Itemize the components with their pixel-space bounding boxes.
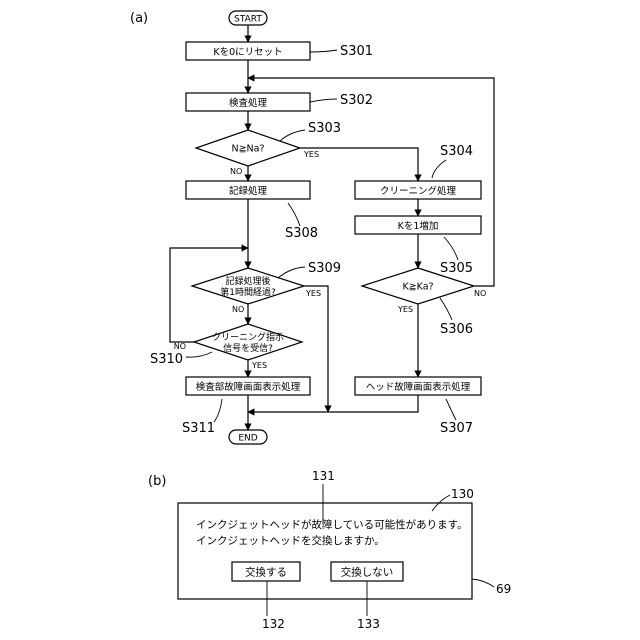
decision-s306-no: NO (474, 289, 486, 298)
step-s304-label: S304 (440, 144, 473, 159)
step-s311-text: 検査部故障画面表示処理 (196, 381, 301, 393)
dialog-message-line1: インクジェットヘッドが故障している可能性があります。 (196, 518, 468, 531)
decision-s309-no: NO (232, 305, 244, 314)
decision-s309-yes: YES (305, 289, 321, 298)
decision-s310-line2: 信号を受信? (223, 342, 273, 354)
no-replace-button-label[interactable]: 交換しない (341, 566, 394, 579)
dialog-box (178, 503, 472, 599)
decision-s306-text: K≧Ka? (402, 282, 433, 293)
ref-130: 130 (451, 487, 474, 501)
ref-131: 131 (312, 469, 335, 483)
decision-s306-leader (440, 298, 452, 320)
step-s308-label: S308 (285, 226, 318, 241)
decision-s309-line1: 記録処理後 (225, 275, 270, 287)
decision-s310-label: S310 (150, 352, 183, 367)
decision-s309-leader (278, 267, 305, 278)
panel-b-label: (b) (148, 474, 166, 489)
step-s304-text: クリーニング処理 (380, 185, 457, 197)
decision-s306-yes: YES (397, 305, 413, 314)
decision-s309-line2: 第1時間経過? (220, 286, 276, 298)
decision-s303-yes: YES (303, 150, 319, 159)
replace-button-label[interactable]: 交換する (245, 566, 287, 579)
ref-69-leader (472, 579, 494, 587)
decision-s303-label: S303 (308, 121, 341, 136)
panel-a-label: (a) (130, 11, 148, 26)
step-s307-label: S307 (440, 421, 473, 436)
step-s311-leader (214, 399, 222, 422)
step-s305-text: Kを1増加 (398, 220, 439, 232)
decision-s306-label: S306 (440, 322, 473, 337)
step-s302-label: S302 (340, 93, 373, 108)
decision-s310-yes: YES (251, 361, 267, 370)
step-s301-label: S301 (340, 44, 373, 59)
step-s305-leader (444, 237, 458, 260)
step-s311-label: S311 (182, 421, 215, 436)
decision-s310-line1: クリーニング指示 (212, 331, 284, 343)
decision-s303-leader (280, 130, 305, 141)
decision-s303-no: NO (230, 167, 242, 176)
step-s305-label: S305 (440, 261, 473, 276)
step-s301-text: Kを0にリセット (213, 47, 282, 58)
decision-s310-no: NO (174, 342, 186, 351)
decision-s310-leader (186, 352, 212, 357)
start-label: START (234, 15, 262, 25)
step-s308-text: 記録処理 (229, 185, 268, 197)
ref-69: 69 (496, 582, 511, 596)
ref-132: 132 (262, 617, 285, 631)
decision-s309-label: S309 (308, 261, 341, 276)
step-s302-text: 検査処理 (229, 97, 268, 109)
step-s307-leader (446, 399, 456, 420)
decision-s303-text: N≧Na? (231, 144, 264, 155)
step-s301-leader (310, 50, 337, 52)
step-s302-leader (310, 99, 337, 102)
step-s307-text: ヘッド故障画面表示処理 (366, 381, 471, 393)
step-s308-leader (288, 203, 300, 226)
end-label: END (238, 434, 257, 444)
dialog-message-line2: インクジェットヘッドを交換しますか。 (196, 534, 385, 547)
step-s304-leader (432, 160, 446, 178)
ref-133: 133 (357, 617, 380, 631)
